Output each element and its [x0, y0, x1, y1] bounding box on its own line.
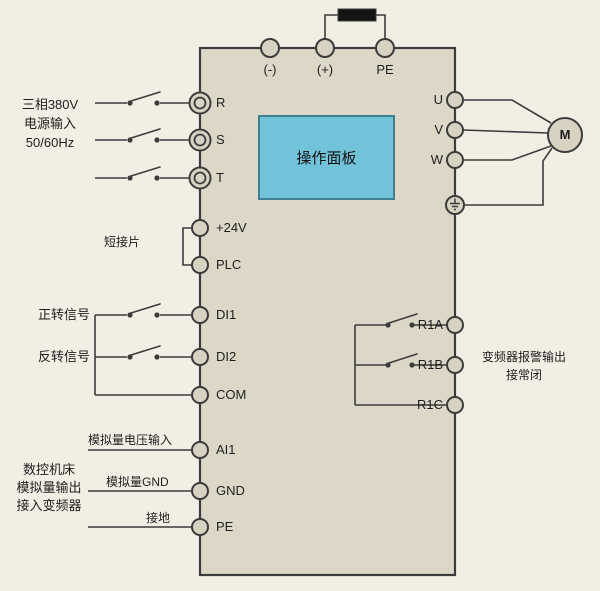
terminal-s — [188, 128, 212, 152]
switch-phase-t — [95, 166, 189, 181]
terminal-label-w: W — [430, 152, 443, 167]
terminal-di1 — [191, 306, 209, 324]
terminal-label-24v: +24V — [216, 220, 247, 235]
terminal-24v — [191, 219, 209, 237]
cnc-source-label: 数控机床 模拟量输出 接入变频器 — [16, 462, 82, 513]
earth-icon — [450, 198, 460, 211]
terminal-label-r1c: R1C — [416, 397, 443, 412]
switch-phase-r — [95, 91, 189, 106]
operation-panel-label: 操作面板 — [296, 150, 357, 167]
terminal-label-r: R — [216, 95, 226, 110]
terminal-label-ai1: AI1 — [216, 442, 236, 457]
v-motor-wire — [462, 129, 549, 134]
terminal-gnd — [191, 482, 209, 500]
terminal-earth — [445, 195, 465, 215]
w-motor-wire — [463, 145, 552, 161]
terminal-r — [188, 91, 212, 115]
terminal-t — [188, 166, 212, 190]
terminal-pe-top — [375, 38, 395, 58]
terminal-dc-plus — [315, 38, 335, 58]
terminal-label-di2: DI2 — [216, 349, 237, 364]
switch-forward — [95, 303, 192, 318]
u-motor-wire — [463, 99, 552, 124]
motor-label: M — [559, 127, 571, 142]
brake-resistor — [337, 8, 377, 22]
terminal-label-pe-left: PE — [216, 519, 234, 534]
terminal-plc — [191, 256, 209, 274]
analog-gnd-label: 模拟量GND — [106, 475, 169, 489]
motor-earth-wire — [464, 147, 553, 206]
terminal-r1c — [446, 396, 464, 414]
alarm-output-label: 变频器报警输出 接常闭 — [481, 350, 566, 382]
switch-r1a — [355, 313, 447, 328]
brake-resistor-wire — [324, 14, 386, 39]
terminal-di2 — [191, 348, 209, 366]
terminal-label-u: U — [433, 92, 443, 107]
terminal-r1a — [446, 316, 464, 334]
terminal-label-v: V — [434, 122, 443, 137]
terminal-label-s: S — [216, 132, 225, 147]
terminal-label-pe-top: PE — [376, 62, 394, 77]
power-source-label: 三相380V 电源输入 50/60Hz — [21, 97, 79, 150]
motor-body — [547, 117, 583, 153]
forward-signal-label: 正转信号 — [37, 307, 90, 322]
analog-voltage-label: 模拟量电压输入 — [88, 433, 173, 447]
terminal-label-t: T — [216, 170, 224, 185]
terminal-w — [446, 151, 464, 169]
earth-label: 接地 — [146, 511, 171, 525]
terminal-label-dc-minus: (-) — [263, 62, 277, 77]
jumper-label: 短接片 — [104, 235, 141, 249]
switch-phase-s — [95, 128, 189, 143]
terminal-label-com: COM — [216, 387, 247, 402]
operation-panel: 操作面板 — [258, 115, 395, 200]
terminal-v — [446, 121, 464, 139]
terminal-r1b — [446, 356, 464, 374]
terminal-com — [191, 386, 209, 404]
terminal-label-plc: PLC — [216, 257, 242, 272]
switch-r1b — [355, 353, 447, 368]
switch-reverse — [95, 345, 192, 360]
terminal-label-di1: DI1 — [216, 307, 237, 322]
terminal-label-r1a: R1A — [417, 317, 443, 332]
terminal-pe-left — [191, 518, 209, 536]
jumper-bracket — [182, 227, 192, 266]
terminal-u — [446, 91, 464, 109]
reverse-signal-label: 反转信号 — [37, 349, 90, 364]
terminal-ai1 — [191, 441, 209, 459]
terminal-label-gnd: GND — [216, 483, 245, 498]
terminal-label-r1b: R1B — [417, 357, 443, 372]
terminal-dc-minus — [260, 38, 280, 58]
terminal-label-dc-plus: (+) — [316, 62, 334, 77]
